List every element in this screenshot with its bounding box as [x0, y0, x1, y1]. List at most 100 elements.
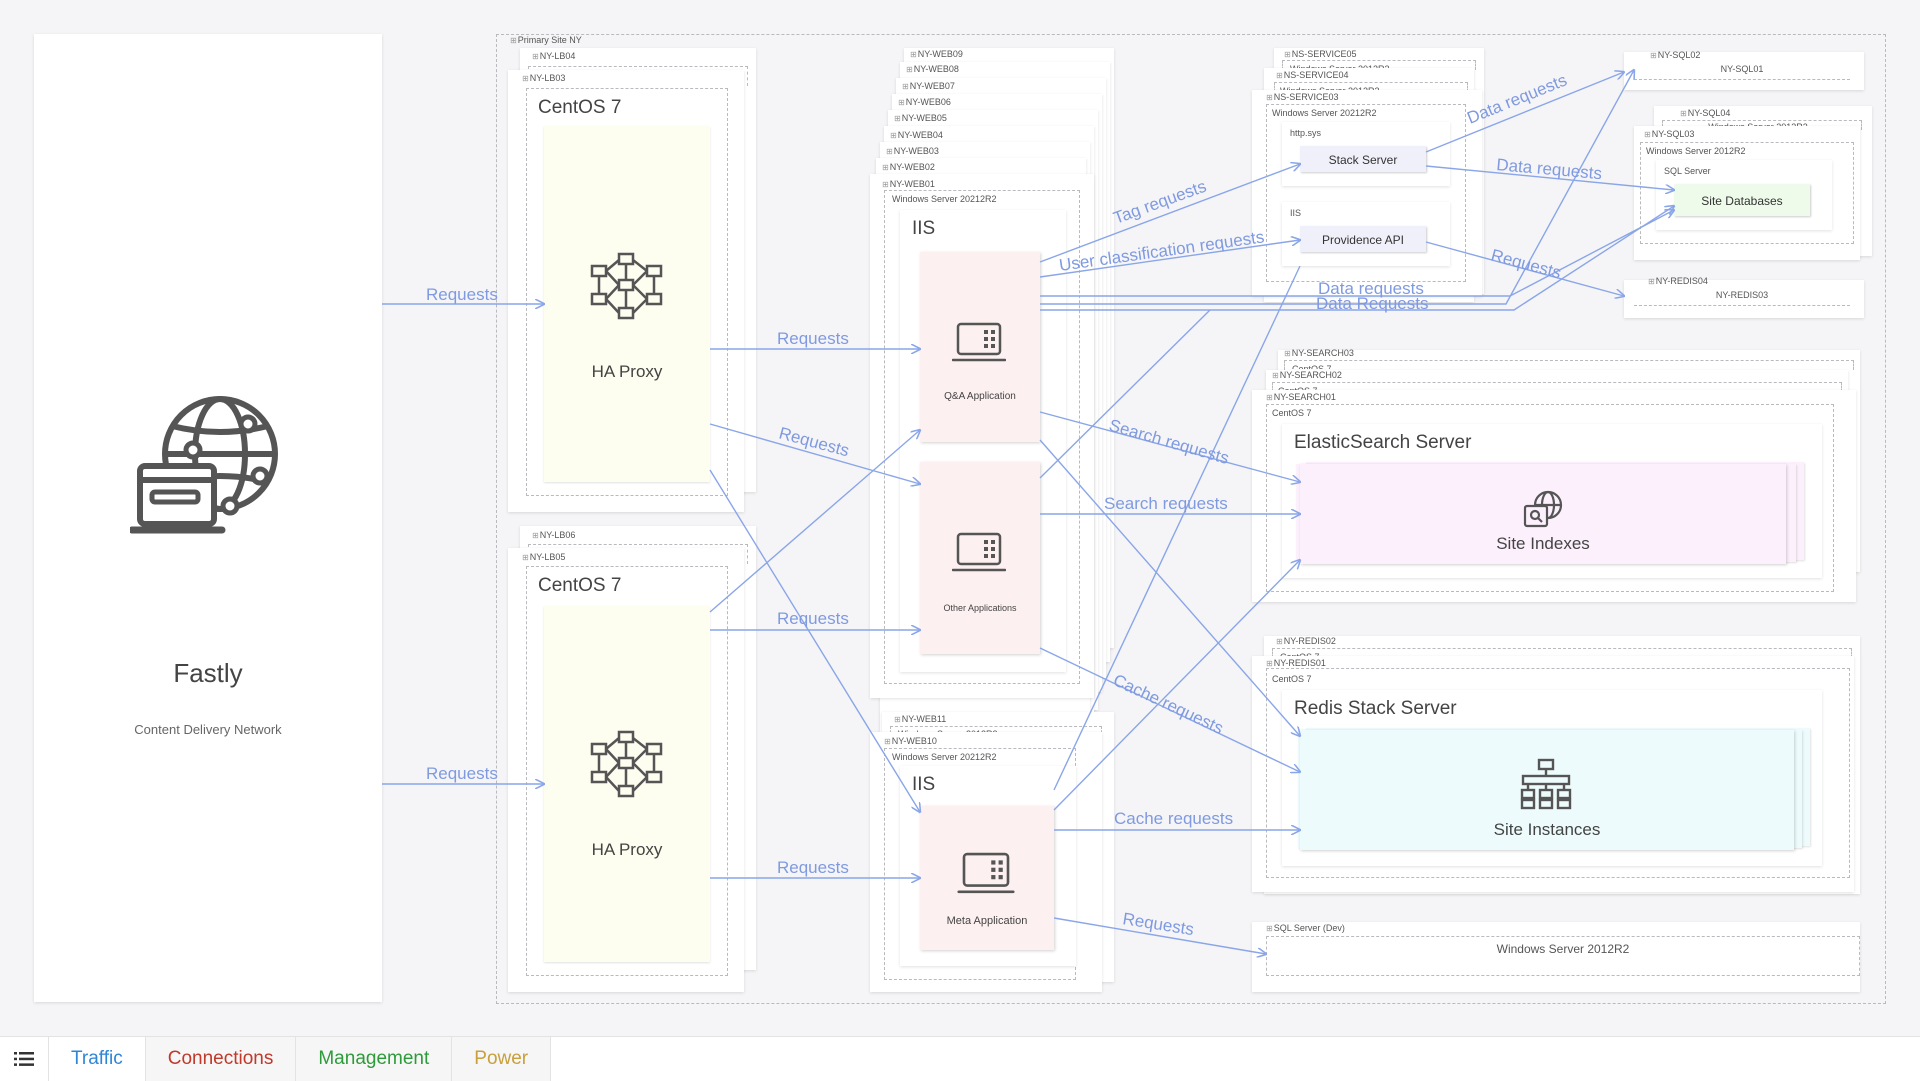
- redis02-dash: [1272, 648, 1852, 658]
- link-lb1-meta[interactable]: [709, 469, 920, 812]
- link-other-data[interactable]: [1039, 309, 1211, 479]
- web06-tag: NY-WEB06: [898, 97, 951, 108]
- service05-os: Windows Server 2012R2: [1290, 64, 1390, 69]
- redis01-tag: NY-REDIS01: [1266, 658, 1326, 669]
- list-icon: [14, 1052, 34, 1066]
- cdn-desc: Content Delivery Network: [134, 722, 282, 737]
- lb03-proxy-label: HA Proxy: [591, 362, 663, 381]
- label-data-2: Data Requests: [1316, 294, 1428, 313]
- tab-power[interactable]: Power: [452, 1037, 552, 1081]
- search02-tag: NY-SEARCH02: [1272, 370, 1342, 381]
- redis01-os-box: [1266, 668, 1850, 878]
- network-mesh-icon: [590, 730, 663, 798]
- sql-dev-tag: SQL Server (Dev): [1266, 923, 1345, 934]
- laptop-grid-icon: [952, 532, 1006, 572]
- other-apps-label: Other Applications: [943, 603, 1017, 613]
- search01-os: CentOS 7: [1272, 408, 1312, 418]
- cdn-card[interactable]: Fastly Content Delivery Network: [34, 34, 382, 1002]
- providence-api-box[interactable]: [1300, 226, 1426, 252]
- sql04-dash: [1662, 120, 1862, 130]
- label-userclass: User classification requests: [1058, 227, 1266, 275]
- label-lb1-qa: Requests: [777, 329, 849, 348]
- connection-links: Requests Requests Requests Requests Requ…: [382, 0, 1920, 1040]
- service05-dash: [1282, 60, 1476, 70]
- tab-traffic[interactable]: Traffic: [49, 1037, 146, 1081]
- link-data-requests-3[interactable]: [1040, 70, 1634, 305]
- qa-app-label: Q&A Application: [944, 391, 1016, 402]
- label-lb2-other: Requests: [777, 609, 849, 628]
- link-cache-other[interactable]: [1039, 647, 1300, 772]
- redis01-os: CentOS 7: [1272, 674, 1312, 684]
- sql04-os: Windows Server 2012R2: [1708, 122, 1808, 127]
- label-search-1: Search requests: [1107, 416, 1231, 468]
- lb05-tag: NY-LB05: [522, 552, 566, 563]
- label-search-2: Search requests: [1104, 494, 1228, 513]
- web01-os-box: [884, 190, 1080, 684]
- link-stack-sitedb[interactable]: [1425, 165, 1674, 190]
- link-meta-sqldev[interactable]: [1053, 917, 1266, 954]
- stack-server-box[interactable]: [1300, 146, 1426, 172]
- redis03-label: NY-REDIS03: [1715, 290, 1769, 300]
- primary-site-label: Primary Site NY: [510, 35, 582, 46]
- globe-search-icon: [1523, 490, 1563, 528]
- link-providence-redis[interactable]: [1425, 241, 1624, 296]
- link-lb2-qa[interactable]: [709, 430, 920, 613]
- link-tag-requests[interactable]: [1039, 164, 1300, 263]
- menu-button[interactable]: [0, 1037, 49, 1081]
- link-lb1-other[interactable]: [709, 423, 920, 484]
- web05-tag: NY-WEB05: [894, 113, 947, 124]
- redis02-os: CentOS 7: [1280, 652, 1320, 657]
- link-search-qa[interactable]: [1039, 411, 1300, 482]
- label-sql-req-2: Data requests: [1496, 155, 1603, 183]
- sql-dev-card[interactable]: [1252, 922, 1860, 992]
- label-lb1-other: Requests: [777, 424, 851, 461]
- web11-tag: NY-WEB11: [894, 714, 947, 725]
- service03-tag: NS-SERVICE03: [1266, 92, 1339, 103]
- web09-tag: NY-WEB09: [910, 49, 963, 60]
- site-databases-label: Site Databases: [1701, 194, 1783, 208]
- label-data-1: Data requests: [1318, 279, 1424, 298]
- meta-app-box[interactable]: [920, 806, 1054, 950]
- link-stack-sql01[interactable]: [1425, 72, 1624, 153]
- sql-server-label: SQL Server: [1664, 166, 1711, 176]
- web03-tag: NY-WEB03: [886, 146, 939, 157]
- link-meta-services[interactable]: [1053, 265, 1301, 791]
- link-data-requests-2[interactable]: [1040, 206, 1674, 311]
- search01-tag: NY-SEARCH01: [1266, 392, 1336, 403]
- link-user-classification[interactable]: [1039, 240, 1300, 278]
- link-meta-search[interactable]: [1053, 560, 1300, 811]
- sql02-tag: NY-SQL02: [1650, 50, 1701, 61]
- sql01-box: [1634, 60, 1850, 80]
- search01-os-box: [1266, 404, 1834, 592]
- qa-app-box[interactable]: [920, 252, 1040, 442]
- service05-tag: NS-SERVICE05: [1284, 49, 1357, 60]
- tab-connections[interactable]: Connections: [145, 1037, 297, 1081]
- sql04-tag: NY-SQL04: [1680, 108, 1731, 119]
- web10-iis-label: IIS: [912, 774, 936, 795]
- web02-tag: NY-WEB02: [882, 162, 935, 173]
- web10-tag: NY-WEB10: [884, 736, 937, 747]
- other-apps-box[interactable]: [920, 462, 1040, 654]
- redis02-tag: NY-REDIS02: [1276, 636, 1336, 647]
- tab-connections-label: Connections: [167, 1048, 274, 1069]
- search02-os: CentOS 7: [1278, 386, 1318, 391]
- label-redis-req: Requests: [1489, 246, 1563, 283]
- sql03-os-box: [1640, 142, 1854, 244]
- sql03-tag: NY-SQL03: [1644, 129, 1695, 140]
- stack-server-label: Stack Server: [1328, 153, 1398, 167]
- search03-os: CentOS 7: [1292, 364, 1332, 369]
- tab-management-label: Management: [318, 1048, 430, 1069]
- meta-app-label: Meta Application: [946, 915, 1028, 927]
- laptop-grid-icon: [952, 322, 1006, 362]
- site-databases-box[interactable]: [1674, 184, 1810, 216]
- globe-browser-icon: [130, 396, 278, 534]
- tab-management[interactable]: Management: [296, 1037, 453, 1081]
- service03-os-box: [1266, 104, 1466, 282]
- httpsys-label: http.sys: [1290, 128, 1322, 138]
- site-indexes-label: Site Indexes: [1496, 534, 1590, 553]
- primary-site-region[interactable]: [496, 34, 1886, 1004]
- service04-os: Windows Server 2012R2: [1280, 86, 1380, 91]
- providence-api-label: Providence API: [1321, 233, 1405, 247]
- lb06-tag: NY-LB06: [532, 530, 576, 541]
- link-qa-redis[interactable]: [1039, 439, 1300, 736]
